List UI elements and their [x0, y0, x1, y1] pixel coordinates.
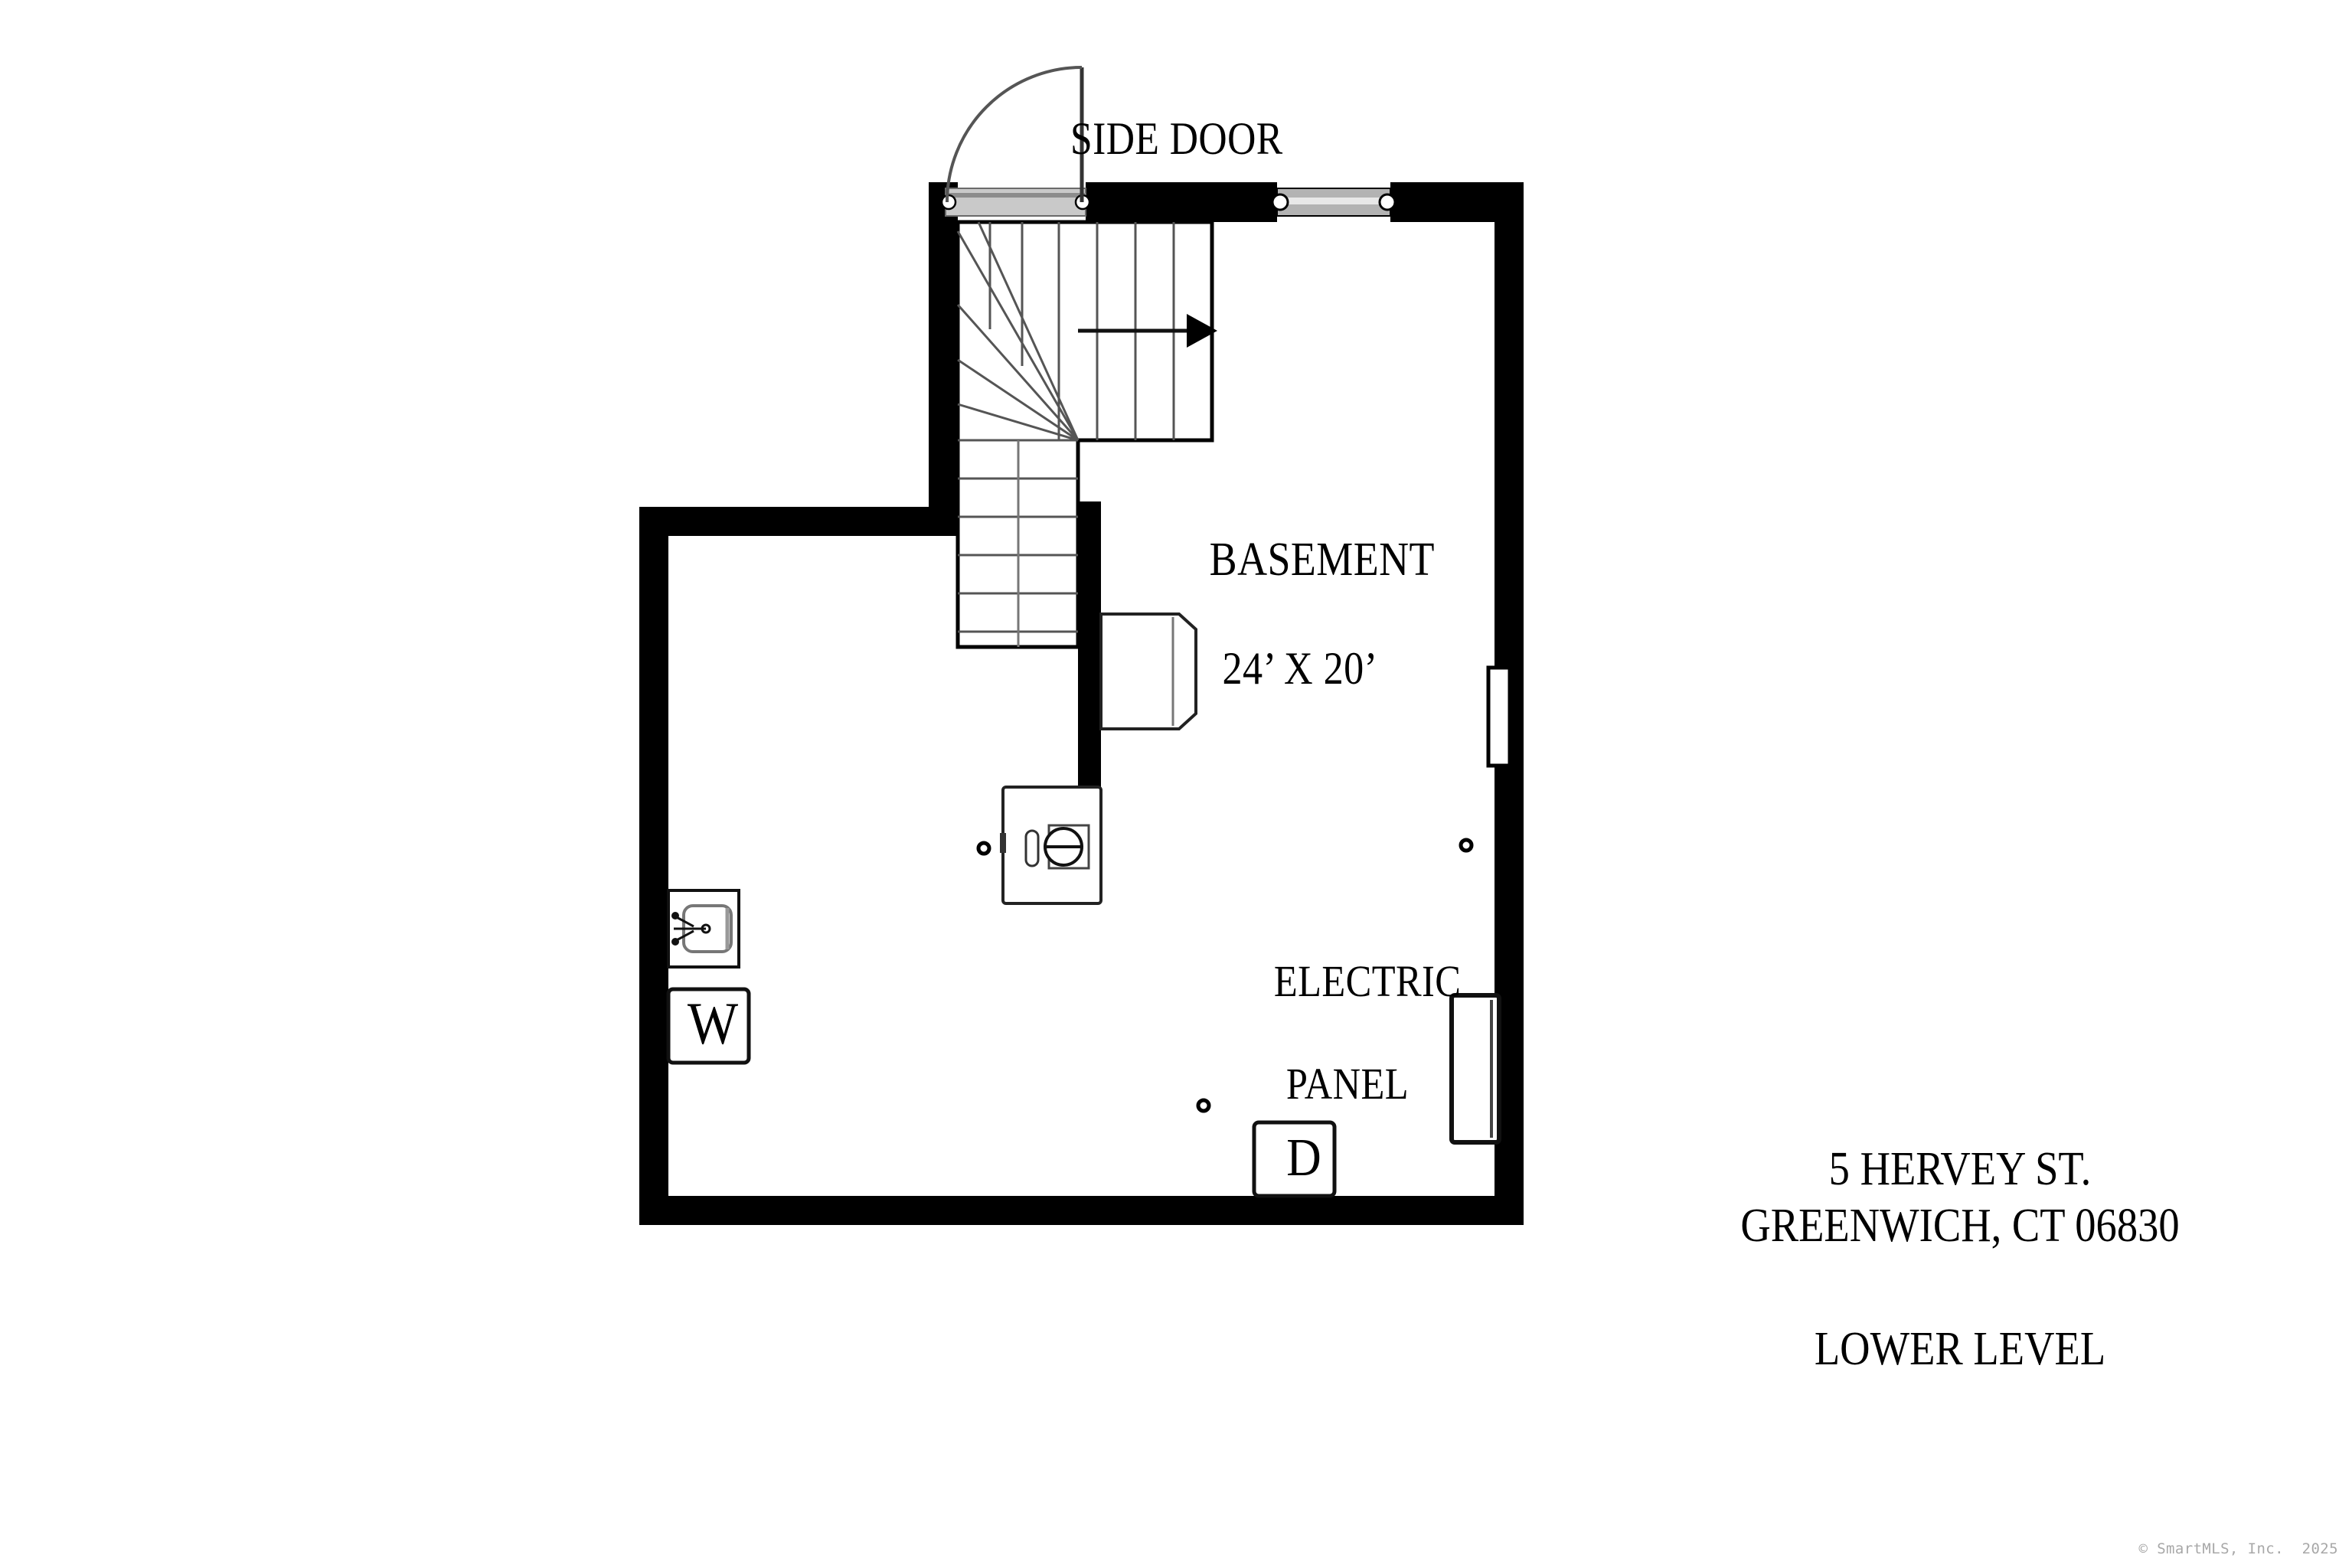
electric-panel-icon [1449, 993, 1501, 1145]
side-door-opening [940, 66, 1091, 217]
exterior-walls [639, 182, 1524, 1225]
furnace-icon [1000, 786, 1102, 905]
address-block: 5 HERVEY ST. GREENWICH, CT 06830 LOWER L… [1671, 1141, 2250, 1377]
stair-partition-wall [1078, 501, 1101, 789]
address-line-1: 5 HERVEY ST. [1828, 1143, 2092, 1195]
basement-room-label: BASEMENT 24’ X 20’ [1167, 481, 1435, 801]
utility-sink-icon [667, 889, 740, 969]
address-line-2: GREENWICH, CT 06830 [1740, 1200, 2180, 1253]
dryer-icon [1252, 1120, 1337, 1198]
electric-panel-label: ELECTRIC PANEL [1221, 907, 1475, 1209]
top-window [1271, 188, 1396, 217]
stair-direction-arrow [1078, 314, 1217, 348]
basement-name: BASEMENT [1209, 534, 1435, 586]
winder-staircase[interactable] [956, 220, 1217, 649]
washer-letter: W [687, 990, 739, 1057]
level-title: LOWER LEVEL [1814, 1322, 2106, 1375]
water-heater-icon [1099, 612, 1197, 730]
washer-icon [666, 987, 751, 1065]
copyright-notice: © SmartMLS, Inc. 2025 [2138, 1540, 2338, 1557]
basement-dimensions: 24’ X 20’ [1222, 643, 1378, 694]
dryer-letter: D [1286, 1129, 1321, 1187]
electric-panel-label-line2: PANEL [1285, 1058, 1410, 1109]
right-window [1486, 665, 1512, 768]
side-door-label: SIDE DOOR [1070, 113, 1283, 164]
lally-columns [976, 838, 1474, 1113]
electric-panel-label-line1: ELECTRIC [1273, 956, 1462, 1006]
